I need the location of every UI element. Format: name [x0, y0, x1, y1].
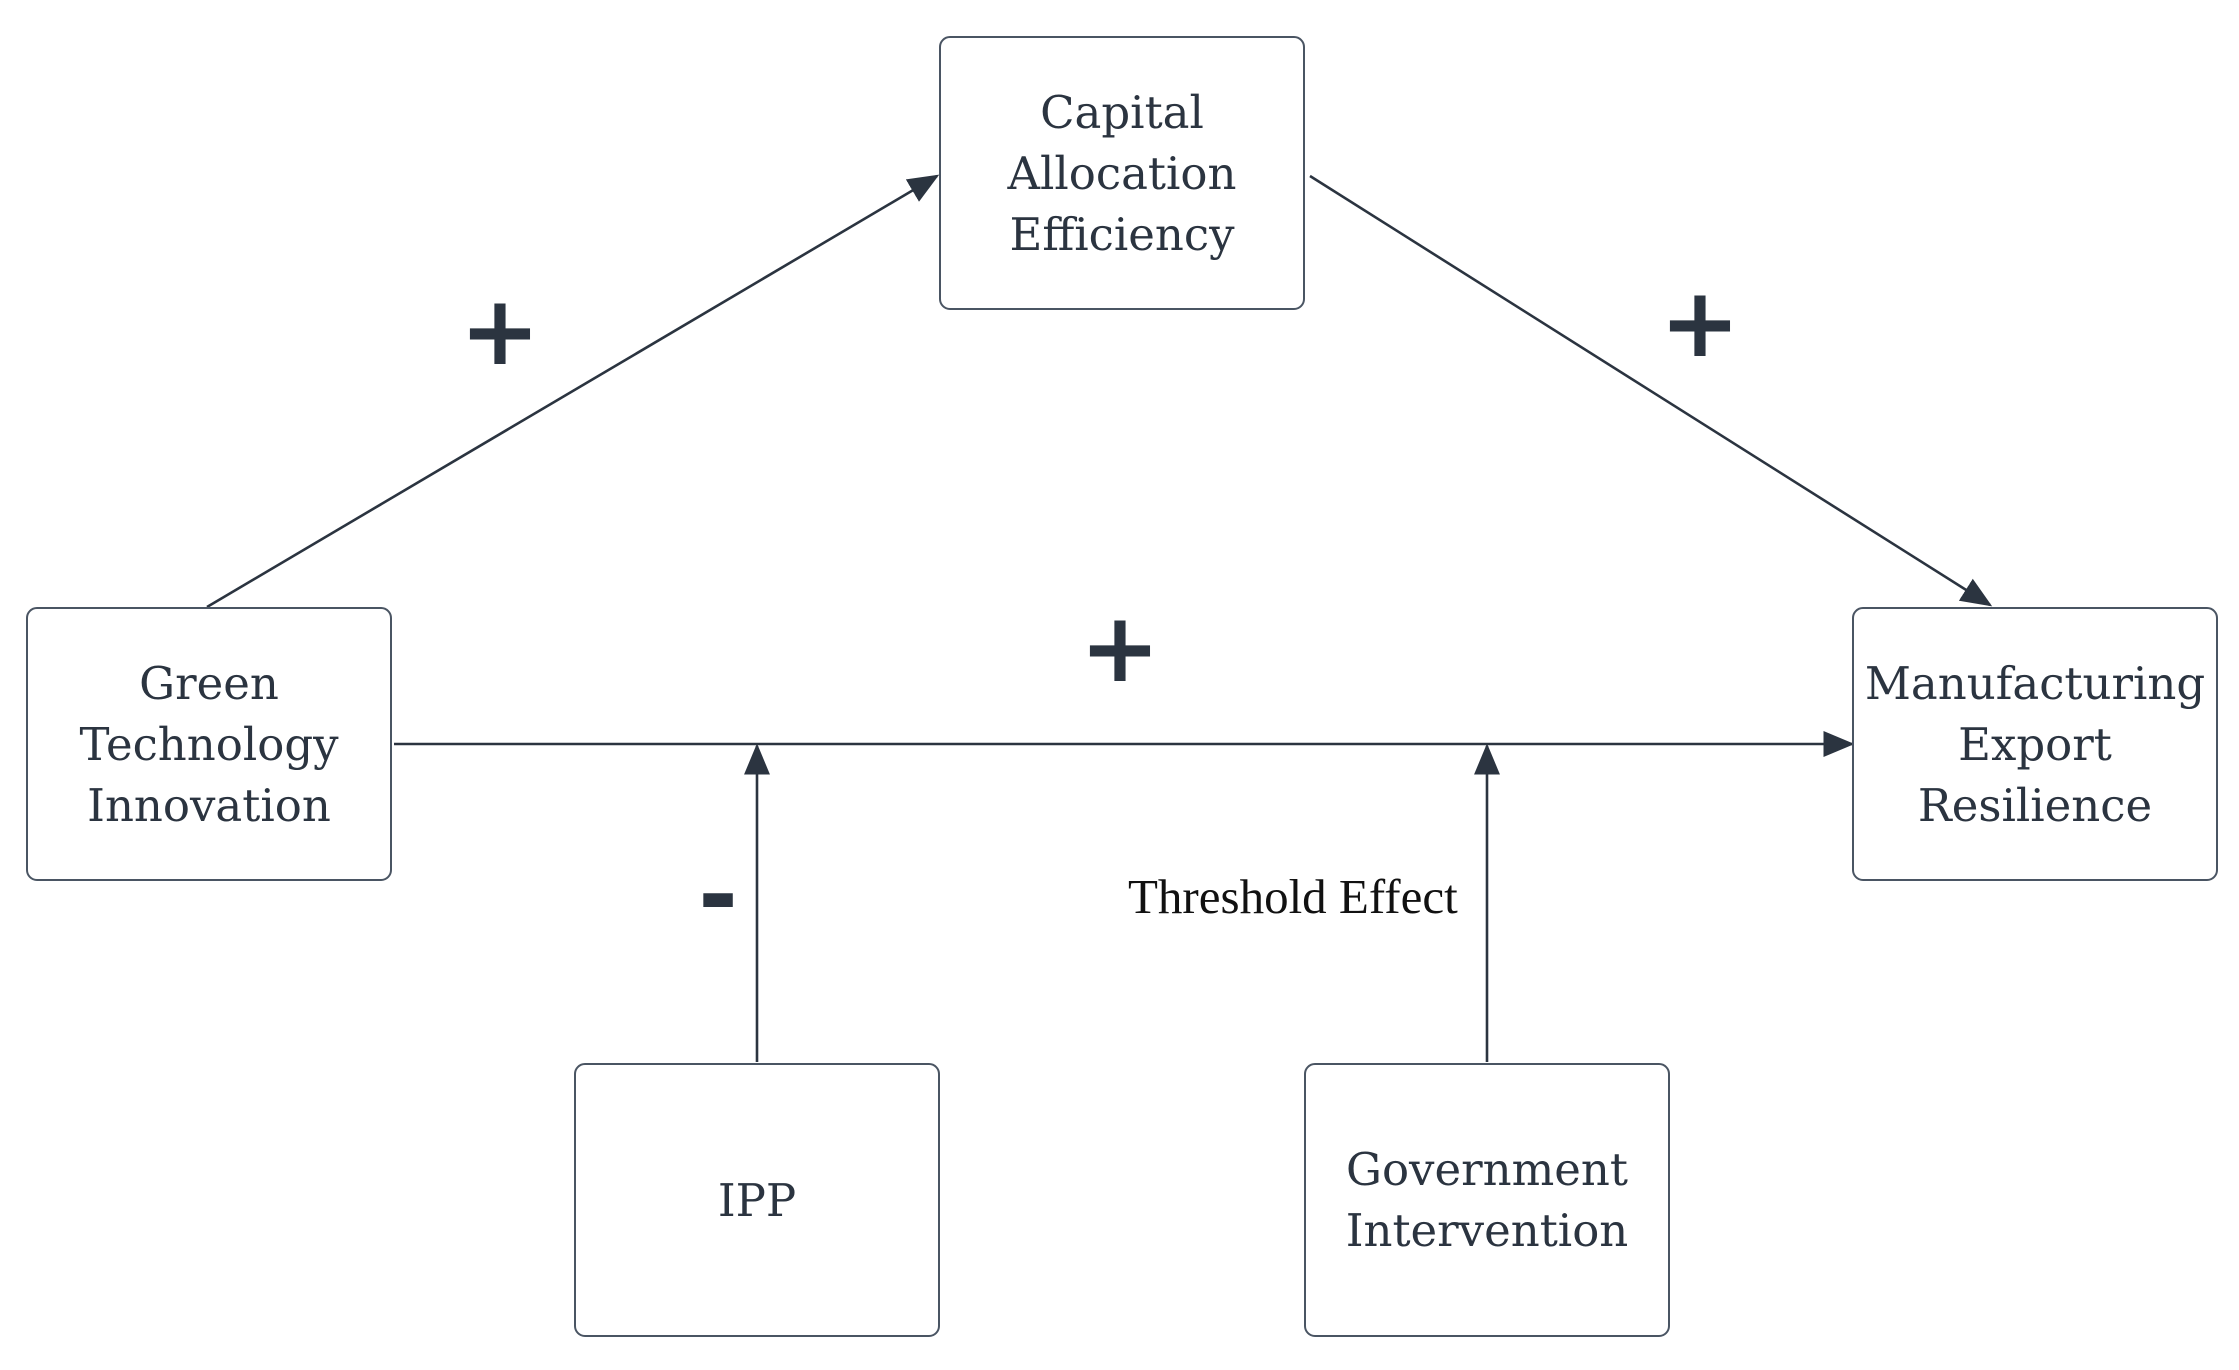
arrow-green-to-capital [206, 174, 940, 609]
threshold-effect-label: Threshold Effect [1128, 869, 1458, 924]
node-manufacturing-export-resilience: Manufacturing Export Resilience [1852, 607, 2218, 881]
node-label-line: Government [1346, 1143, 1628, 1196]
node-capital-allocation-efficiency: Capital Allocation Efficiency [939, 36, 1305, 310]
node-label-line: Manufacturing [1864, 656, 2206, 710]
edge-sign-green-to-capital: + [459, 275, 541, 387]
node-label-line: Technology [79, 717, 339, 771]
node-label-line: Export [1958, 717, 2112, 771]
node-green-technology-innovation: Green Technology Innovation [26, 607, 392, 881]
node-label-line: Resilience [1917, 778, 2153, 832]
edge-sign-green-to-manufacturing: + [1079, 592, 1161, 704]
node-label-line: Capital [1040, 85, 1204, 139]
node-label-line: Intervention [1345, 1204, 1629, 1257]
node-label-line: Innovation [87, 778, 331, 832]
node-label-line: IPP [717, 1173, 797, 1227]
node-ipp: IPP [574, 1063, 940, 1337]
node-label-line: Efficiency [1009, 207, 1235, 261]
node-government-intervention: Government Intervention [1304, 1063, 1670, 1337]
edge-sign-capital-to-manufacturing: + [1659, 267, 1741, 379]
node-label-line: Allocation [1007, 146, 1237, 200]
node-label-line: Green [139, 656, 279, 710]
edge-sign-ipp-moderation: - [698, 839, 738, 951]
arrow-capital-to-manufacturing [1309, 174, 1993, 607]
